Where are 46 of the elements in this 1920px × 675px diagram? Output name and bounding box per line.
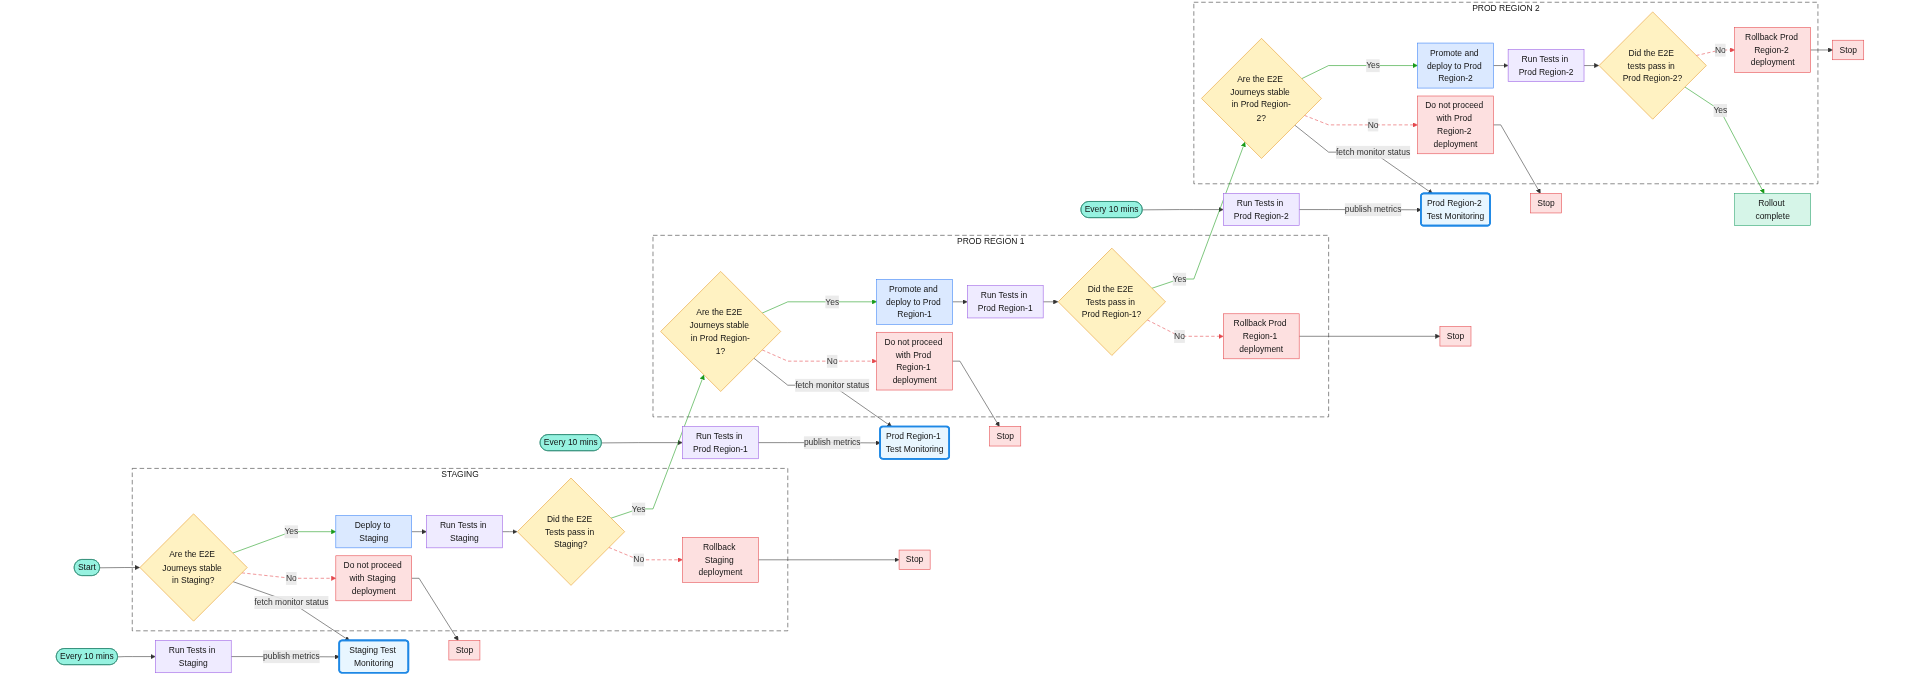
node-box: Run Tests in Prod Region-2 <box>1507 49 1585 82</box>
edge-label: No <box>826 355 838 366</box>
edge-label: No <box>1714 44 1726 55</box>
edge-label: No <box>1174 331 1185 341</box>
node-diamond: Did the E2E Tests pass in Staging? <box>517 477 625 586</box>
edge-label: publish metrics <box>803 437 861 448</box>
edge-label: Yes <box>1713 105 1728 115</box>
edge-label: No <box>633 554 645 565</box>
node-box: Stop <box>898 549 931 570</box>
node-box: Run Tests in Prod Region-1 <box>967 285 1044 319</box>
node-box: Stop <box>1832 39 1864 61</box>
node-box: Do not proceed with Prod Region-1 deployment <box>876 331 953 391</box>
node-box: Stop <box>1439 326 1472 347</box>
edge-label: Yes <box>284 526 299 537</box>
node-box: Rollback Staging deployment <box>682 537 759 583</box>
node-box: Stop <box>448 640 481 661</box>
node-diamond: Are the E2E Journeys stable in Prod Region-1? <box>660 271 781 392</box>
node-diamond: Are the E2E Journeys stable in Prod Region-2? <box>1201 38 1322 159</box>
node-box: Deploy to Staging <box>335 515 412 549</box>
edge-label: No <box>285 573 297 583</box>
node-box: Run Tests in Prod Region-1 <box>682 426 759 460</box>
node-box: Stop <box>1530 193 1562 214</box>
edge-label: No <box>1367 119 1379 130</box>
edge-label: fetch monitor status <box>254 597 329 607</box>
node-box: Run Tests in Prod Region-2 <box>1223 193 1300 226</box>
node-box: Promote and deploy to Prod Region-1 <box>876 279 953 325</box>
edge-label: fetch monitor status <box>795 379 870 390</box>
node-diamond: Are the E2E Journeys stable in Staging? <box>139 513 248 622</box>
edge-label: publish metrics <box>1344 204 1402 214</box>
node-box: Run Tests in Staging <box>155 640 232 673</box>
node-box: Rollback Prod Region-2 deployment <box>1734 27 1811 73</box>
edge-label: Yes <box>631 503 646 514</box>
node-box: Do not proceed with Prod Region-2 deployment <box>1417 95 1494 155</box>
node-box: Promote and deploy to Prod Region-2 <box>1417 42 1494 89</box>
node-box: Stop <box>989 426 1022 447</box>
node-box: Run Tests in Staging <box>426 515 503 549</box>
node-box: Rollback Prod Region-1 deployment <box>1223 313 1300 360</box>
node-box: Do not proceed with Staging deployment <box>335 555 412 602</box>
edge-label: Yes <box>825 296 840 307</box>
node-diamond: Did the E2E tests pass in Prod Region-2? <box>1598 11 1707 120</box>
edge-label: fetch monitor status <box>1336 146 1411 157</box>
node-box: Rollout complete <box>1734 193 1811 226</box>
edge-label: Yes <box>1172 273 1187 284</box>
node-diamond: Did the E2E Tests pass in Prod Region-1? <box>1057 247 1166 356</box>
edge-label: publish metrics <box>263 651 320 661</box>
edge-label: Yes <box>1366 60 1380 70</box>
